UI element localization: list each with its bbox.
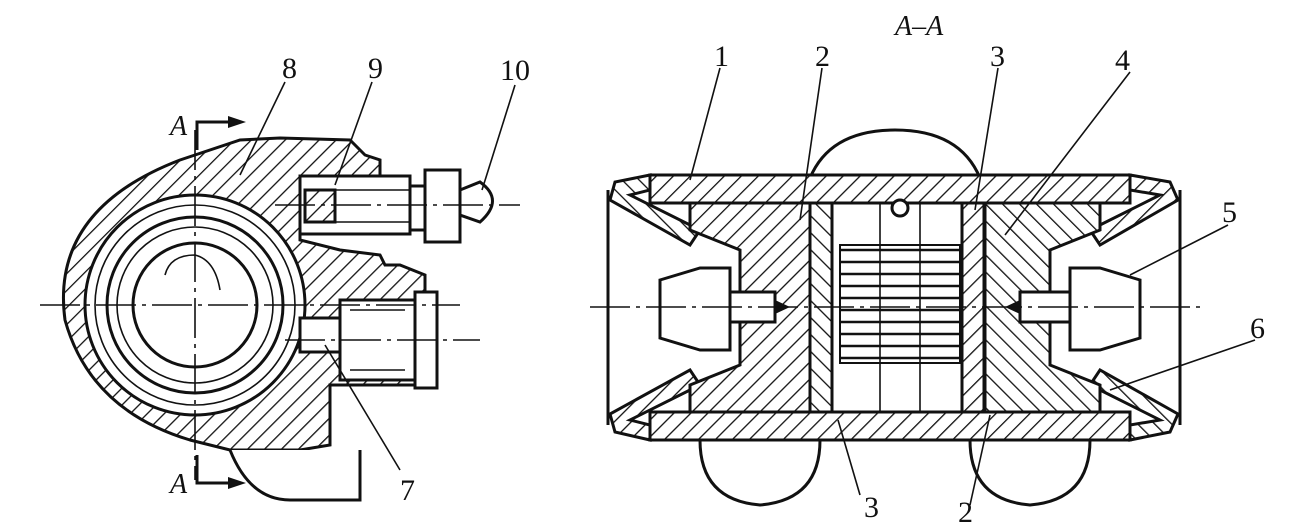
inlet-port bbox=[298, 316, 342, 354]
part-label-4: 4 bbox=[1115, 44, 1130, 77]
cylinder-top-wall bbox=[648, 173, 1132, 205]
mounting-lug bbox=[228, 449, 362, 502]
section-mark-bottom: A bbox=[168, 469, 188, 500]
dust-boot-right-bottom bbox=[1087, 368, 1180, 442]
part-label-5: 5 bbox=[1222, 196, 1237, 229]
tappet-left bbox=[658, 266, 732, 352]
part-label-9: 9 bbox=[368, 52, 383, 85]
bleeder-thread bbox=[303, 188, 337, 224]
part-label-7: 7 bbox=[400, 474, 415, 507]
bleeder-hex bbox=[423, 168, 462, 244]
spring bbox=[839, 244, 961, 364]
bleed-hole bbox=[890, 198, 910, 218]
section-title: A–A bbox=[893, 11, 944, 42]
section-view bbox=[590, 67, 1256, 507]
section-mark-top: A bbox=[168, 111, 188, 142]
part-label-6: 6 bbox=[1250, 312, 1265, 345]
part-label-3-bottom: 3 bbox=[864, 491, 879, 524]
part-label-3-top: 3 bbox=[990, 40, 1005, 73]
end-view bbox=[40, 81, 520, 502]
part-label-2-top: 2 bbox=[815, 40, 830, 73]
part-label-8: 8 bbox=[282, 52, 297, 85]
bottom-boss-right bbox=[968, 439, 1092, 507]
dust-boot-right bbox=[1087, 173, 1180, 248]
bottom-boss-left bbox=[698, 439, 822, 507]
top-boss bbox=[808, 128, 982, 179]
dust-boot-left bbox=[608, 173, 703, 247]
cylinder-bottom-wall bbox=[648, 410, 1132, 442]
part-label-2-bottom: 2 bbox=[958, 496, 973, 529]
bleeder-cap bbox=[458, 180, 494, 224]
dust-boot-left-bottom bbox=[608, 368, 703, 442]
part-label-10: 10 bbox=[500, 54, 530, 87]
tappet-right bbox=[1068, 266, 1142, 352]
part-label-1: 1 bbox=[714, 40, 729, 73]
